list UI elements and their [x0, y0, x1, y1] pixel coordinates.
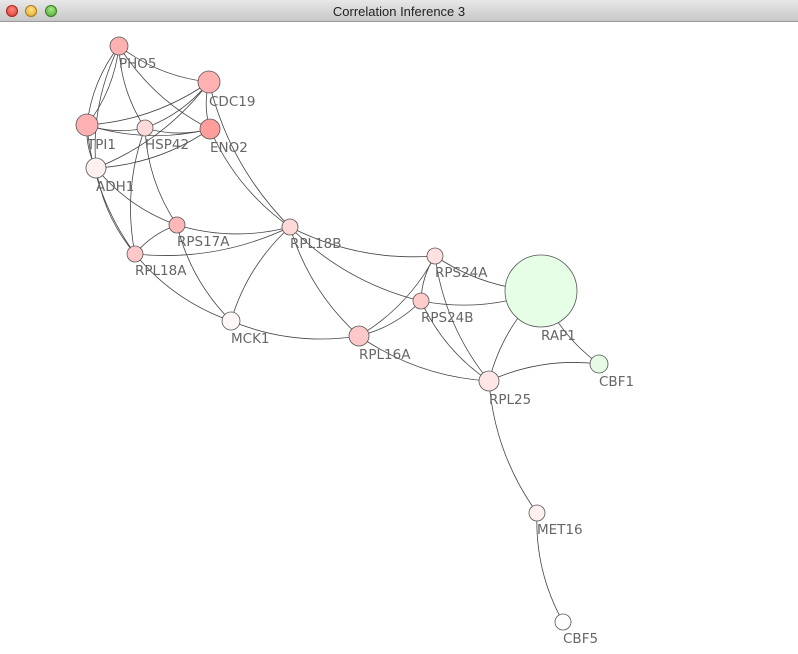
node-circle[interactable]: [197, 70, 221, 94]
node-tpi1[interactable]: TPI1: [75, 113, 116, 153]
edge-rps17a-rpl18b: [176, 224, 291, 235]
edge-rpl18a-mck1: [134, 253, 232, 322]
node-cbf5[interactable]: CBF5: [554, 613, 598, 647]
node-circle[interactable]: [478, 370, 500, 392]
node-circle[interactable]: [109, 36, 129, 56]
edge-eno2-rpl18b: [209, 128, 291, 228]
node-circle[interactable]: [554, 613, 572, 631]
node-cbf1[interactable]: CBF1: [589, 354, 634, 390]
node-circle[interactable]: [504, 254, 578, 328]
node-label: PHO5: [119, 56, 157, 72]
node-label: ADH1: [96, 179, 134, 195]
node-pho5[interactable]: PHO5: [109, 36, 157, 72]
close-window-button[interactable]: [6, 5, 18, 17]
edge-met16-cbf5: [536, 512, 564, 623]
edge-rpl18b-mck1: [230, 226, 291, 322]
node-circle[interactable]: [126, 245, 144, 263]
node-circle[interactable]: [412, 292, 430, 310]
edge-pho5-adh1: [94, 45, 120, 169]
edge-hsp42-rps17a: [144, 127, 178, 226]
edge-cdc19-rpl18b: [208, 81, 291, 228]
node-rpl25[interactable]: RPL25: [478, 370, 531, 408]
node-circle[interactable]: [136, 119, 154, 137]
node-hsp42[interactable]: HSP42: [136, 119, 189, 153]
window-title: Correlation Inference 3: [332, 4, 466, 19]
node-met16[interactable]: MET16: [528, 504, 583, 538]
node-label: RAP1: [541, 328, 576, 344]
edge-adh1-cdc19: [95, 81, 210, 169]
node-circle[interactable]: [528, 504, 546, 522]
node-cdc19[interactable]: CDC19: [197, 70, 255, 110]
node-label: RPL18A: [135, 263, 187, 279]
node-rpl18a[interactable]: RPL18A: [126, 245, 187, 279]
edge-rps24b-rpl25: [420, 300, 490, 382]
node-label: RPS17A: [177, 234, 230, 250]
edge-rpl18b-rpl16a: [289, 226, 360, 337]
node-label: CBF1: [599, 374, 634, 390]
node-label: CDC19: [209, 94, 255, 110]
node-label: ENO2: [210, 140, 248, 156]
node-label: RPL16A: [359, 347, 411, 363]
edge-mck1-rpl16a: [230, 320, 360, 340]
window-titlebar[interactable]: Correlation Inference 3: [0, 0, 798, 22]
edge-rpl18b-rps24b: [289, 226, 422, 302]
edge-tpi1-pho5: [86, 45, 120, 126]
node-eno2[interactable]: ENO2: [199, 118, 248, 156]
node-circle[interactable]: [281, 218, 299, 236]
node-circle[interactable]: [426, 247, 444, 265]
node-rpl18b[interactable]: RPL18B: [281, 218, 341, 252]
node-label: RPL18B: [290, 236, 341, 252]
edge-rps17a-mck1: [176, 224, 232, 322]
node-label: RPS24A: [435, 265, 488, 281]
node-rpl16a[interactable]: RPL16A: [348, 325, 411, 363]
edge-pho5-tpi1: [86, 45, 120, 126]
zoom-window-button[interactable]: [45, 5, 57, 17]
edge-adh1-eno2: [95, 128, 211, 169]
edge-cbf1-rpl25: [488, 362, 600, 382]
node-rps17a[interactable]: RPS17A: [168, 216, 230, 250]
node-label: MCK1: [231, 331, 270, 347]
node-label: RPL25: [489, 392, 531, 408]
node-circle[interactable]: [75, 113, 99, 137]
edge-hsp42-rpl18a: [130, 127, 146, 255]
edges-layer: [86, 45, 600, 623]
node-circle[interactable]: [221, 311, 241, 331]
node-rap1[interactable]: RAP1: [504, 254, 578, 344]
edge-adh1-rps17a: [95, 167, 178, 226]
edge-hsp42-cdc19: [144, 81, 210, 129]
node-label: RPS24B: [421, 310, 474, 326]
edge-tpi1-cdc19: [86, 81, 210, 126]
node-label: HSP42: [145, 137, 189, 153]
node-circle[interactable]: [85, 157, 107, 179]
edge-rpl16a-rps24b: [358, 300, 422, 337]
node-label: TPI1: [86, 137, 116, 153]
edge-rpl18a-rpl18b: [134, 226, 291, 256]
node-circle[interactable]: [348, 325, 370, 347]
edge-rpl25-met16: [488, 380, 538, 514]
edge-pho5-eno2: [118, 45, 211, 130]
node-circle[interactable]: [589, 354, 609, 374]
node-circle[interactable]: [199, 118, 221, 140]
node-circle[interactable]: [168, 216, 186, 234]
edge-rpl18b-rps24a: [289, 226, 436, 258]
node-rps24b[interactable]: RPS24B: [412, 292, 474, 326]
minimize-window-button[interactable]: [25, 5, 37, 17]
node-label: MET16: [537, 522, 583, 538]
edge-rps24a-rpl25: [434, 255, 490, 382]
node-adh1[interactable]: ADH1: [85, 157, 134, 195]
node-mck1[interactable]: MCK1: [221, 311, 270, 347]
edge-rpl16a-rpl25: [358, 335, 490, 382]
node-label: CBF5: [563, 631, 598, 647]
node-rps24a[interactable]: RPS24A: [426, 247, 488, 281]
